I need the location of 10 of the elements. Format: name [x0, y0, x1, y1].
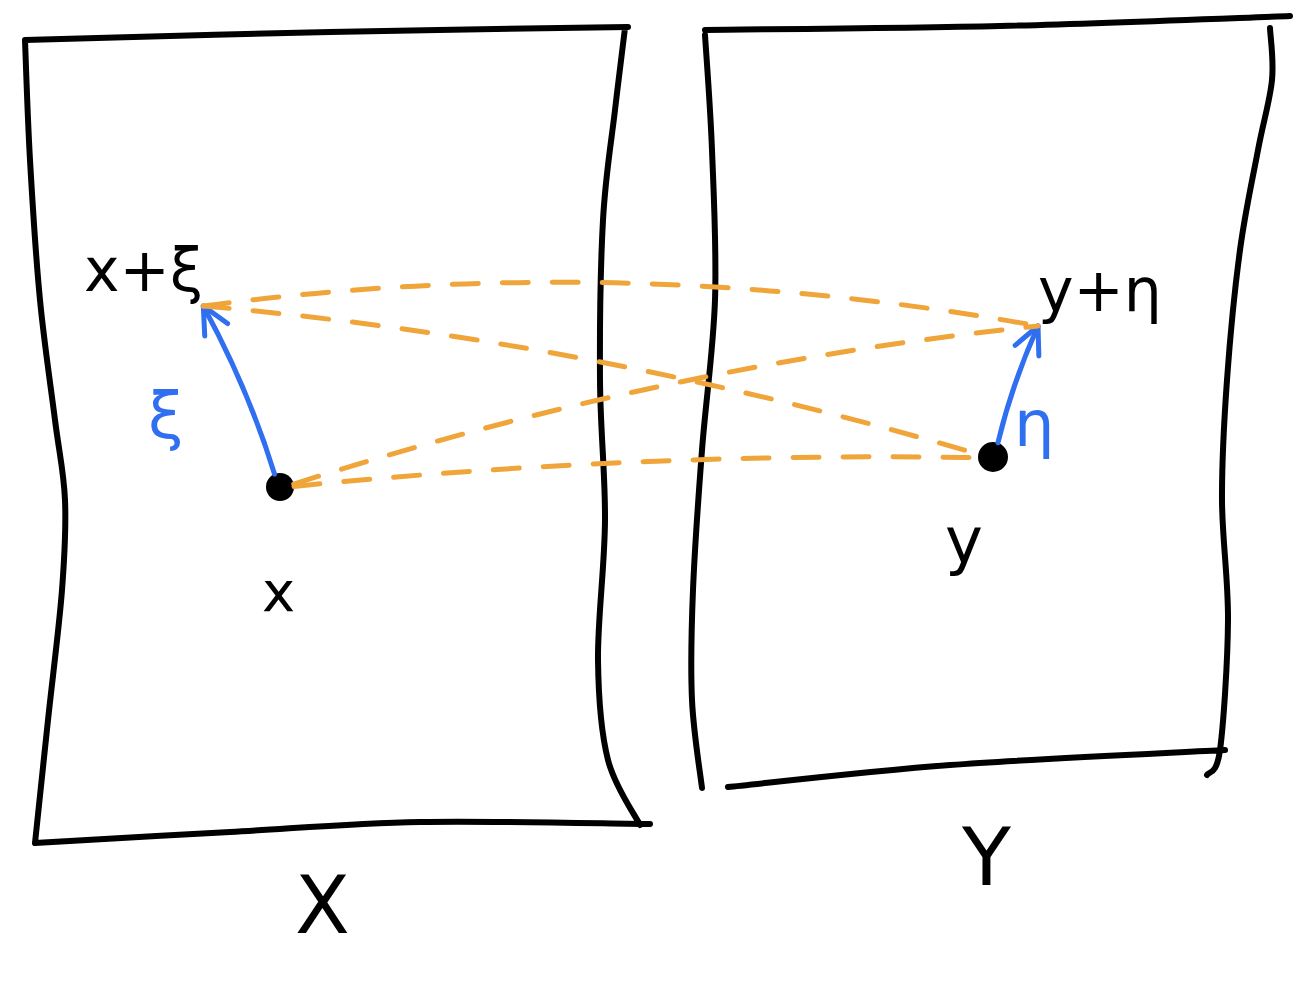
- point-label: y+η: [1038, 254, 1162, 326]
- point-label: x: [262, 558, 296, 626]
- point-label: x+ξ: [84, 234, 204, 306]
- arrow: [995, 323, 1042, 446]
- dashed-line: [291, 323, 1041, 487]
- region-label: X: [295, 858, 350, 954]
- region-label: Y: [962, 810, 1011, 906]
- vector-label: ξ: [148, 378, 184, 455]
- vector-label: η: [1014, 386, 1055, 463]
- point-label: y: [945, 503, 983, 580]
